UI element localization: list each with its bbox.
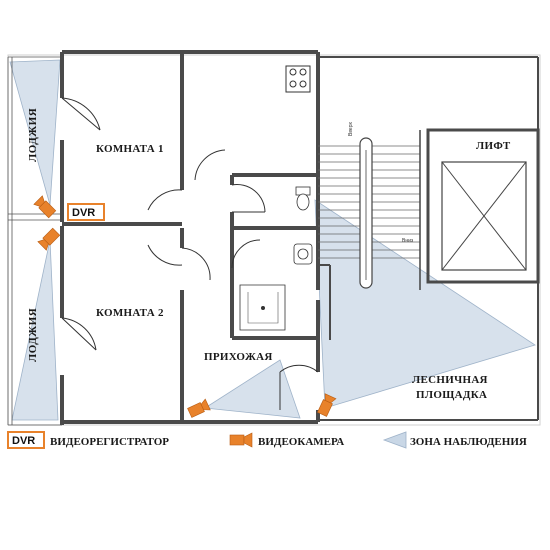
legend-dvr-label: ВИДЕОРЕГИСТРАТОР	[50, 436, 169, 448]
shower	[239, 284, 286, 331]
elevator-car	[441, 161, 527, 271]
room1-label: КОМНАТА 1	[96, 143, 164, 155]
toilet	[295, 186, 311, 211]
legend: DVR ВИДЕОРЕГИСТРАТОР ВИДЕОКАМЕРА ЗОНА НА…	[7, 431, 527, 449]
legend-camera-label: ВИДЕОКАМЕРА	[258, 436, 344, 448]
surveillance-zone-icon	[382, 431, 407, 449]
surveillance-zones	[9, 59, 536, 421]
camera-icon	[37, 227, 61, 251]
stair-up-label: Вверх	[348, 122, 354, 136]
dvr-tag-text: DVR	[72, 207, 95, 219]
dvr-icon: DVR	[7, 431, 45, 449]
legend-dvr-icon-text: DVR	[12, 435, 35, 447]
camera-icon	[317, 393, 337, 417]
zone-loggia-top	[9, 59, 61, 206]
camera-icon	[33, 195, 57, 219]
camera-icon	[187, 398, 211, 418]
legend-zone-label: ЗОНА НАБЛЮДЕНИЯ	[410, 436, 527, 448]
walls	[7, 50, 541, 426]
dvr-icon: DVR	[67, 203, 105, 221]
sink	[293, 243, 313, 265]
stairwell-label-line1: ЛЕСНИЧНАЯ	[412, 374, 488, 386]
stairwell-label-line2: ПЛОЩАДКА	[416, 389, 487, 401]
room2-label: КОМНАТА 2	[96, 307, 164, 319]
loggia-top-label: ЛОДЖИЯ	[27, 108, 39, 162]
zone-hallway	[203, 359, 301, 419]
lift-label: ЛИФТ	[476, 140, 511, 152]
hallway-label: ПРИХОЖАЯ	[204, 351, 273, 363]
doors	[61, 97, 319, 410]
stairs: Вверх Вниз	[318, 122, 421, 290]
stove	[285, 65, 311, 93]
stair-down-label: Вниз	[402, 238, 414, 244]
camera-icon	[229, 432, 253, 448]
loggia-bottom-label: ЛОДЖИЯ	[27, 308, 39, 362]
zone-loggia-bottom	[11, 239, 59, 421]
